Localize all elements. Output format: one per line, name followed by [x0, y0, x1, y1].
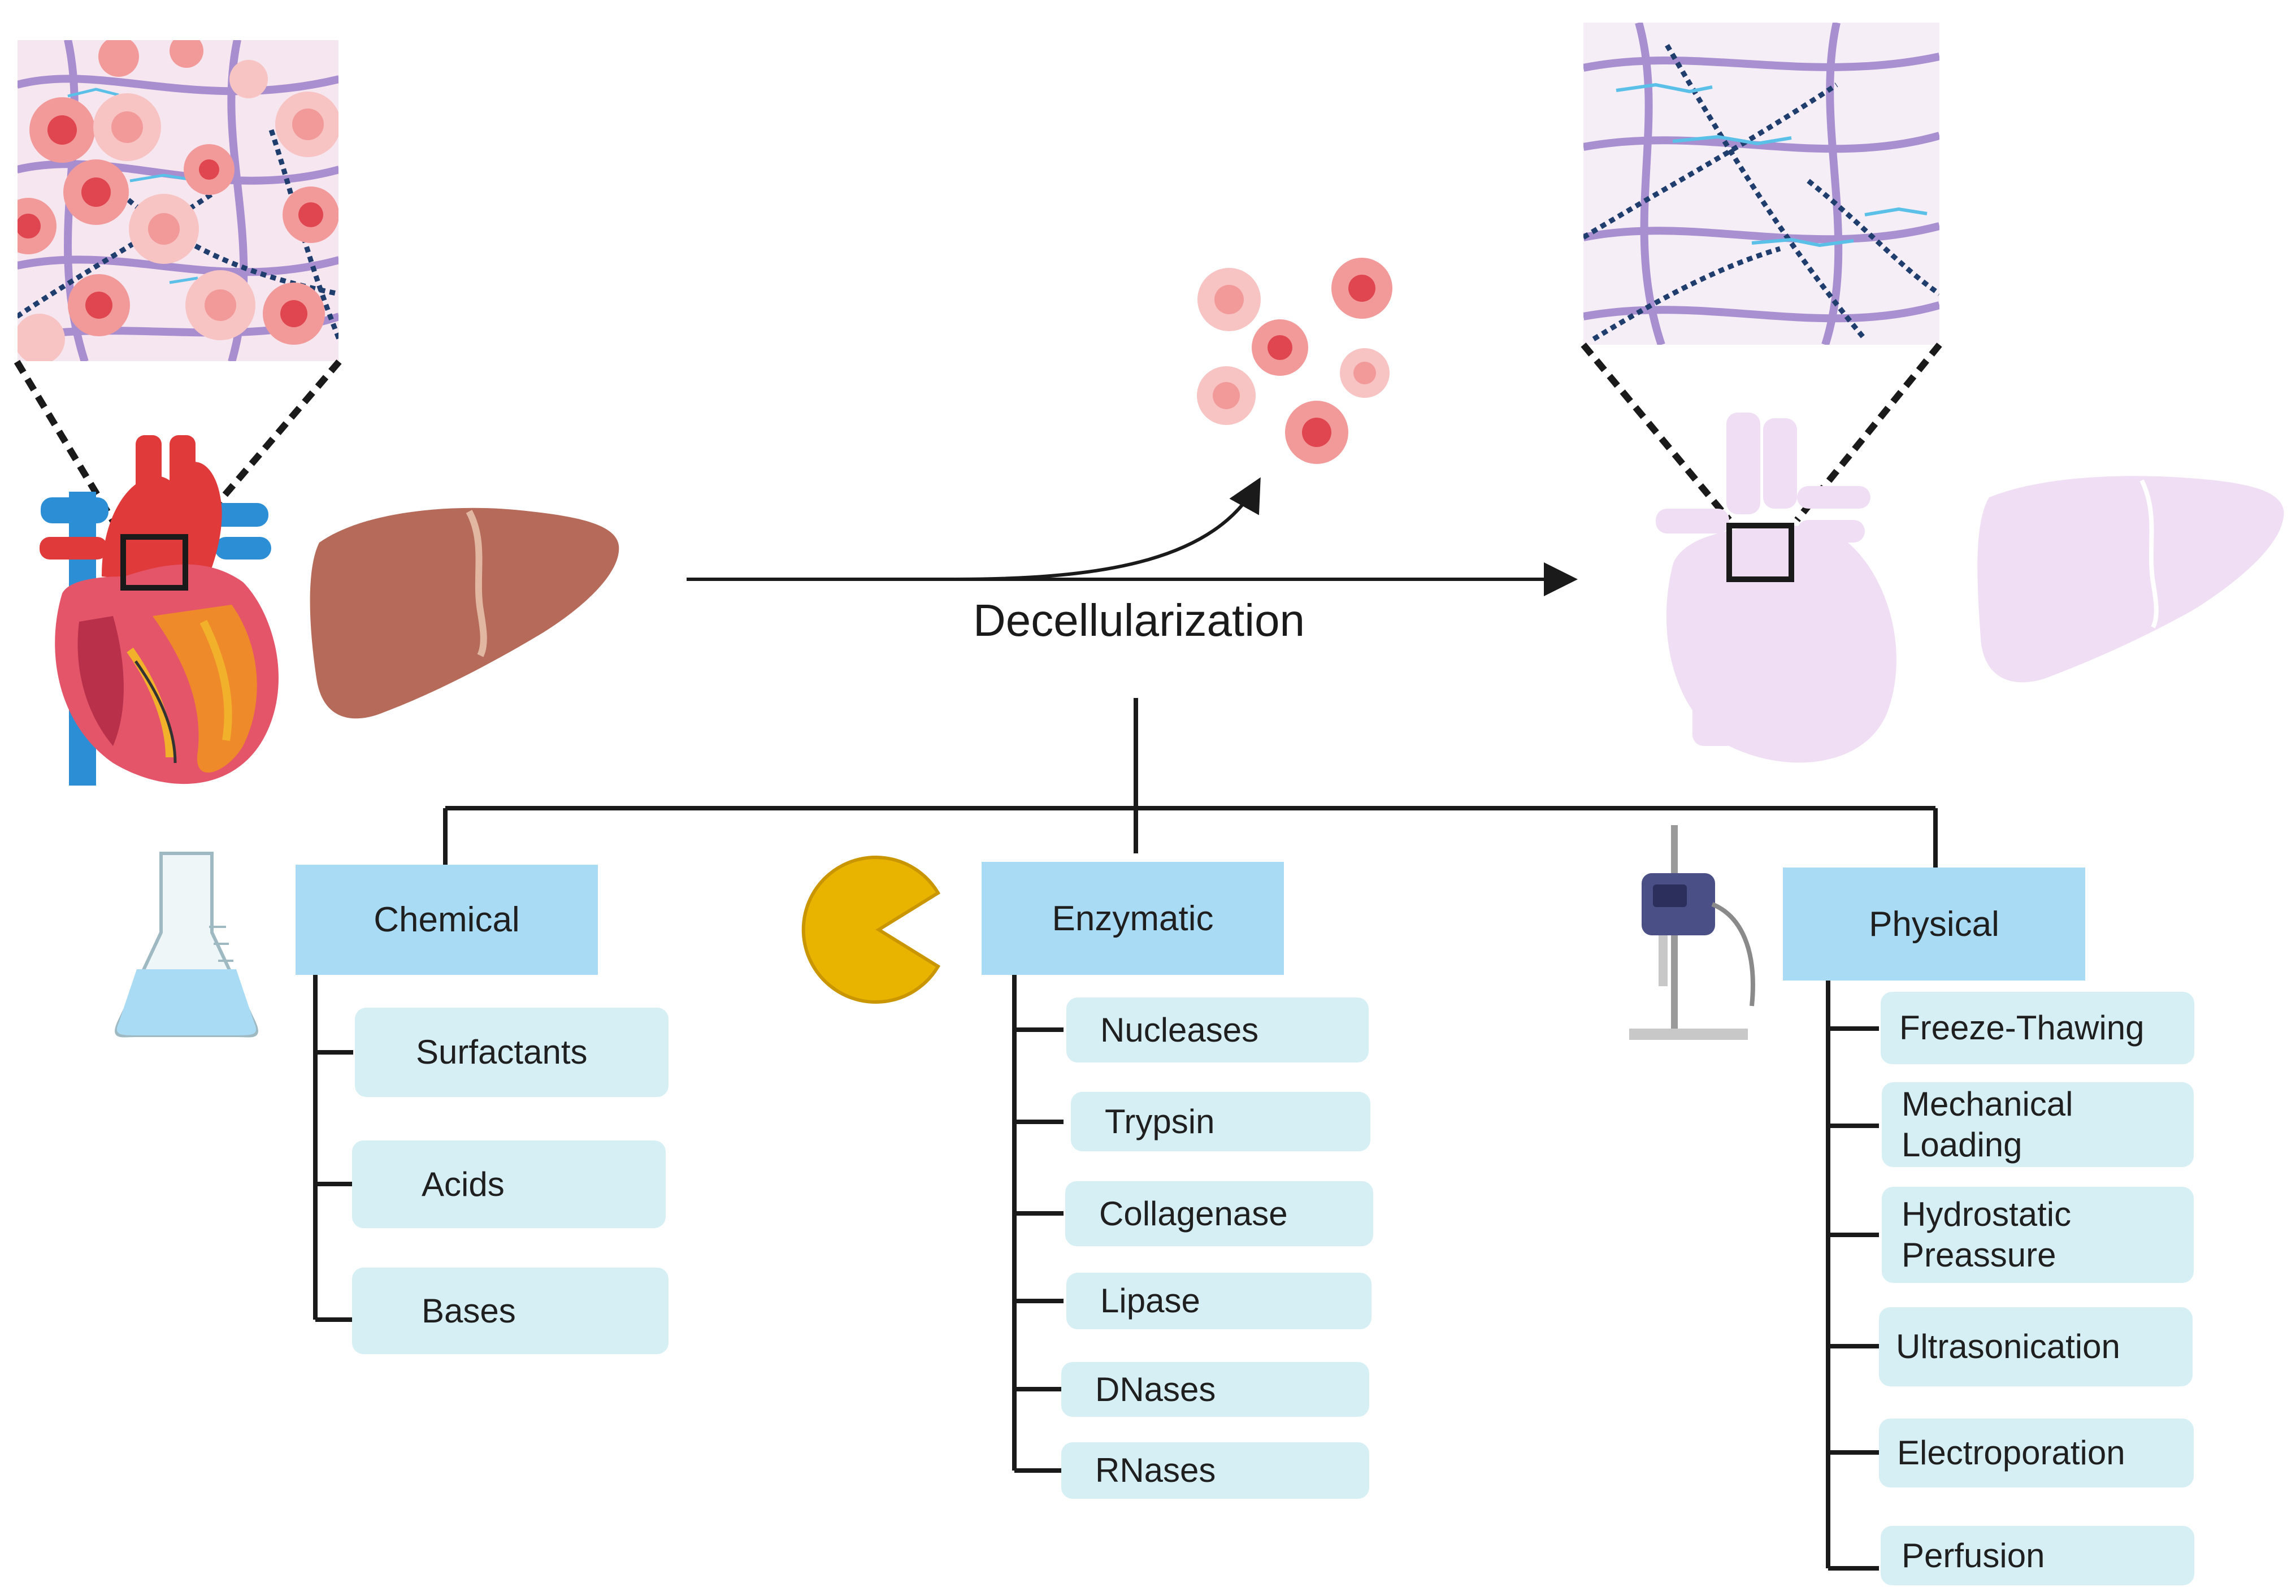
method-surfactants: Surfactants: [355, 1008, 669, 1097]
method-collagenase: Collagenase: [1065, 1181, 1373, 1246]
method-bases: Bases: [352, 1268, 669, 1354]
decellularized-heart-icon: [1656, 413, 1896, 763]
decellularization-arrow: [687, 477, 1578, 596]
method-hydrostatic-pressure-line2: Preassure: [1902, 1236, 2056, 1274]
released-cells: [1197, 258, 1392, 464]
method-electroporation: Electroporation: [1879, 1419, 2194, 1487]
method-rnases: RNases: [1061, 1442, 1369, 1499]
zoom-lines-right: [1581, 342, 1942, 522]
liver-icon: [310, 508, 619, 719]
method-ultrasonication: Ultrasonication: [1879, 1307, 2193, 1386]
native-cells: [17, 40, 339, 362]
category-physical: Physical: [1783, 868, 2085, 981]
tree-connectors: [313, 698, 1938, 1571]
ultrasonicator-icon: [1629, 825, 1755, 1040]
process-title: Decellularization: [973, 595, 1305, 645]
method-mechanical-loading-line2: Loading: [1902, 1126, 2022, 1164]
method-nucleases: Nucleases: [1066, 998, 1369, 1062]
pacman-enzyme-icon: [801, 856, 941, 1004]
native-ecm-zoom: [17, 40, 339, 362]
method-lipase: Lipase: [1066, 1273, 1371, 1329]
method-trypsin: Trypsin: [1071, 1092, 1370, 1151]
method-perfusion: Perfusion: [1881, 1526, 2194, 1585]
heart-icon: [40, 435, 279, 786]
decellularized-ecm-zoom: [1583, 23, 1939, 345]
method-mechanical-loading: Mechanical Loading: [1882, 1082, 2194, 1167]
erlenmeyer-flask-icon: [115, 852, 258, 1038]
category-chemical: Chemical: [296, 865, 598, 975]
method-hydrostatic-pressure: Hydrostatic Preassure: [1882, 1187, 2194, 1283]
method-mechanical-loading-line1: Mechanical: [1902, 1085, 2073, 1123]
method-dnases: DNases: [1061, 1362, 1369, 1417]
decellularized-liver-icon: [1977, 476, 2284, 683]
category-enzymatic: Enzymatic: [982, 862, 1284, 975]
method-freeze-thawing: Freeze-Thawing: [1881, 992, 2194, 1064]
method-acids: Acids: [352, 1140, 666, 1228]
method-hydrostatic-pressure-line1: Hydrostatic: [1902, 1195, 2072, 1233]
